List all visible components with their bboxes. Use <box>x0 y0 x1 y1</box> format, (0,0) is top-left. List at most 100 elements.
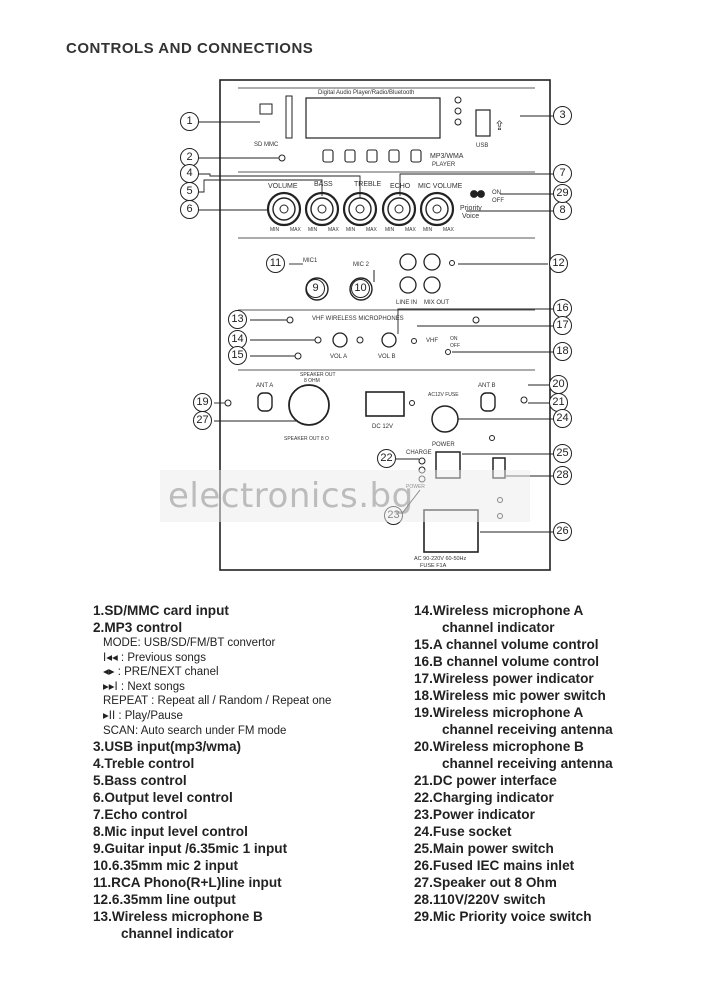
callout-27: 27 <box>193 411 212 430</box>
speaker-ohm-label: 8 OHM <box>304 378 320 384</box>
usb-label: USB <box>476 143 488 149</box>
line-in-label: LINE IN <box>396 300 417 306</box>
legend-item: 4.Treble control <box>93 756 195 772</box>
callout-22: 22 <box>377 449 396 468</box>
legend-subitem: REPEAT : Repeat all / Random / Repeat on… <box>103 695 332 708</box>
legend-subitem: I◂◂ : Previous songs <box>103 651 206 664</box>
legend-item: 29.Mic Priority voice switch <box>414 909 592 924</box>
legend-item: 28.110V/220V switch <box>414 892 546 907</box>
charge-label: CHARGE <box>406 450 432 456</box>
speaker-out-bottom-label: SPEAKER OUT 8 O <box>284 436 329 442</box>
knob-mic-volume <box>419 191 455 227</box>
callout-9: 9 <box>306 279 325 298</box>
min-label: MIN <box>423 227 433 233</box>
legend-item: 19.Wireless microphone A <box>414 705 584 720</box>
control-panel-diagram: Digital Audio Player/Radio/Bluetooth SD … <box>198 79 555 571</box>
legend-item: 3.USB input(mp3/wma) <box>93 739 242 755</box>
legend-item: 15.A channel volume control <box>414 637 599 652</box>
legend-item: 1.SD/MMC card input <box>93 603 229 618</box>
mic2-label: MIC 2 <box>353 262 370 268</box>
legend-subitem: SCAN: Auto search under FM mode <box>103 724 287 737</box>
watermark-band <box>160 470 530 522</box>
callout-11: 11 <box>266 254 285 273</box>
callout-1: 1 <box>180 112 199 131</box>
priority-on-label: ON <box>492 190 501 196</box>
max-label: MAX <box>290 227 302 233</box>
power-label: POWER <box>432 442 455 448</box>
max-label: MAX <box>328 227 340 233</box>
callout-24: 24 <box>553 409 572 428</box>
priority-off-label: OFF <box>492 198 504 204</box>
display-screen <box>305 97 441 139</box>
legend-item: 6.Output level control <box>93 790 233 806</box>
legend-item: 27.Speaker out 8 Ohm <box>414 875 557 890</box>
legend-item: 9.Guitar input /6.35mic 1 input <box>93 841 288 857</box>
legend-item: 17.Wireless power indicator <box>414 671 594 686</box>
legend-item: 2.MP3 control <box>93 620 183 635</box>
callout-29: 29 <box>553 184 572 203</box>
min-label: MIN <box>346 227 356 233</box>
vol-b-knob <box>381 332 397 348</box>
player-label-2: PLAYER <box>432 162 456 168</box>
legend-item: 25.Main power switch <box>414 841 554 856</box>
legend-item: channel receiving antenna <box>442 722 613 737</box>
ant-b-connector <box>480 392 496 412</box>
callout-5: 5 <box>180 182 199 201</box>
mp3-wma-label: MP3/WMA <box>430 153 464 160</box>
min-label: MIN <box>385 227 395 233</box>
callout-20: 20 <box>549 375 568 394</box>
voice-label: Voice <box>462 213 479 220</box>
knob-bass <box>304 191 340 227</box>
legend-item: 24.Fuse socket <box>414 824 512 839</box>
callout-18: 18 <box>553 342 572 361</box>
callout-4: 4 <box>180 164 199 183</box>
legend-item: 5.Bass control <box>93 773 187 789</box>
speaker-out-top-label: SPEAKER OUT <box>300 372 336 378</box>
speaker-out-socket <box>288 384 330 426</box>
knob-label-mic-volume: MIC VOLUME <box>418 183 463 190</box>
rca-jacks <box>399 253 441 294</box>
knob-label-bass: BASS <box>314 181 333 188</box>
max-label: MAX <box>405 227 417 233</box>
fuse-socket <box>431 405 459 433</box>
vhf-wireless-label: VHF WIRELESS MICROPHONES <box>312 316 404 322</box>
legend-item: channel indicator <box>121 926 234 942</box>
vol-b-label: VOL B <box>378 354 395 360</box>
legend-item: 14.Wireless microphone A <box>414 603 584 618</box>
legend-item: 20.Wireless microphone B <box>414 739 584 754</box>
ac-label: AC 90-220V 60-50Hz <box>414 556 467 562</box>
callout-28: 28 <box>553 466 572 485</box>
legend-item: 23.Power indicator <box>414 807 535 822</box>
usb-symbol: ⇪ <box>494 118 505 133</box>
legend-item: 11.RCA Phono(R+L)line input <box>93 875 282 891</box>
fuse-rating-label: FUSE F1A <box>420 563 447 569</box>
min-label: MIN <box>308 227 318 233</box>
sd-icon <box>259 103 273 115</box>
watermark: electronics.bg <box>168 476 414 516</box>
sd-mmc-label: SD MMC <box>254 142 279 148</box>
usb-port <box>475 109 491 137</box>
sd-slot <box>285 95 293 139</box>
dc-socket <box>365 391 405 417</box>
callout-16: 16 <box>553 299 572 318</box>
callout-25: 25 <box>553 444 572 463</box>
legend-item: channel receiving antenna <box>442 756 613 771</box>
callout-13: 13 <box>228 310 247 329</box>
callout-3: 3 <box>553 106 572 125</box>
callout-17: 17 <box>553 316 572 335</box>
vhf-off-label: OFF <box>450 343 460 349</box>
callout-2: 2 <box>180 148 199 167</box>
mic1-label: MIC1 <box>303 258 318 264</box>
legend-item: 10.6.35mm mic 2 input <box>93 858 239 874</box>
legend-item: 12.6.35mm line output <box>93 892 236 908</box>
player-label: Digital Audio Player/Radio/Bluetooth <box>318 90 414 96</box>
panel-outline <box>219 79 551 571</box>
callout-21: 21 <box>549 393 568 412</box>
knob-label-volume: VOLUME <box>268 183 298 190</box>
legend-item: 18.Wireless mic power switch <box>414 688 606 703</box>
legend-item: 26.Fused IEC mains inlet <box>414 858 575 873</box>
page-title: CONTROLS AND CONNECTIONS <box>66 40 314 57</box>
legend-subitem: ▸II : Play/Pause <box>103 709 183 722</box>
priority-label: Priority <box>460 205 482 212</box>
